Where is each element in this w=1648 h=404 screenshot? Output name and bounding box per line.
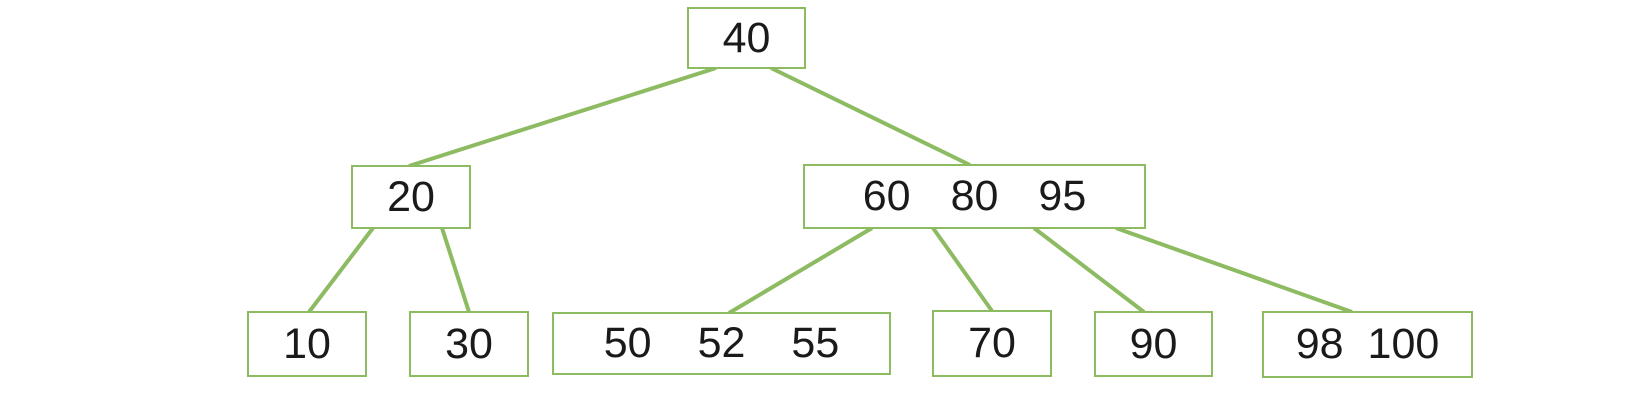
node-key: 98 (1295, 320, 1344, 368)
node-key: 90 (1129, 319, 1178, 368)
edge-20-to-30 (440, 227, 471, 313)
node-key: 70 (968, 319, 1016, 367)
tree-node-90: 90 (1094, 311, 1213, 377)
edge-60-to-90 (1032, 226, 1146, 314)
node-key: 50 (603, 319, 652, 367)
node-key: 100 (1367, 320, 1440, 368)
tree-node-10: 10 (247, 311, 367, 377)
node-key: 80 (950, 172, 999, 220)
edge-40-to-20 (408, 66, 717, 168)
edge-60-to-98-100 (1115, 226, 1353, 314)
node-key: 52 (697, 319, 746, 367)
node-key: 95 (1038, 172, 1087, 220)
node-key: 20 (387, 172, 435, 221)
node-key: 55 (791, 319, 840, 367)
node-key: 40 (722, 13, 771, 62)
node-key: 10 (283, 319, 331, 368)
edge-20-to-10 (307, 226, 375, 314)
node-key: 30 (445, 319, 493, 368)
edge-60-to-70 (931, 226, 994, 313)
tree-node-30: 30 (409, 311, 529, 377)
tree-node-60-80-95: 60 80 95 (803, 164, 1146, 229)
node-key: 60 (862, 172, 911, 220)
edge-40-to-60-80-95 (770, 66, 971, 167)
edge-60-to-50-52-55 (727, 226, 874, 315)
tree-node-40: 40 (687, 7, 806, 69)
tree-node-98-100: 98 100 (1262, 311, 1473, 378)
tree-node-20: 20 (351, 165, 471, 229)
tree-node-50-52-55: 50 52 55 (552, 312, 891, 375)
tree-node-70: 70 (932, 310, 1052, 377)
